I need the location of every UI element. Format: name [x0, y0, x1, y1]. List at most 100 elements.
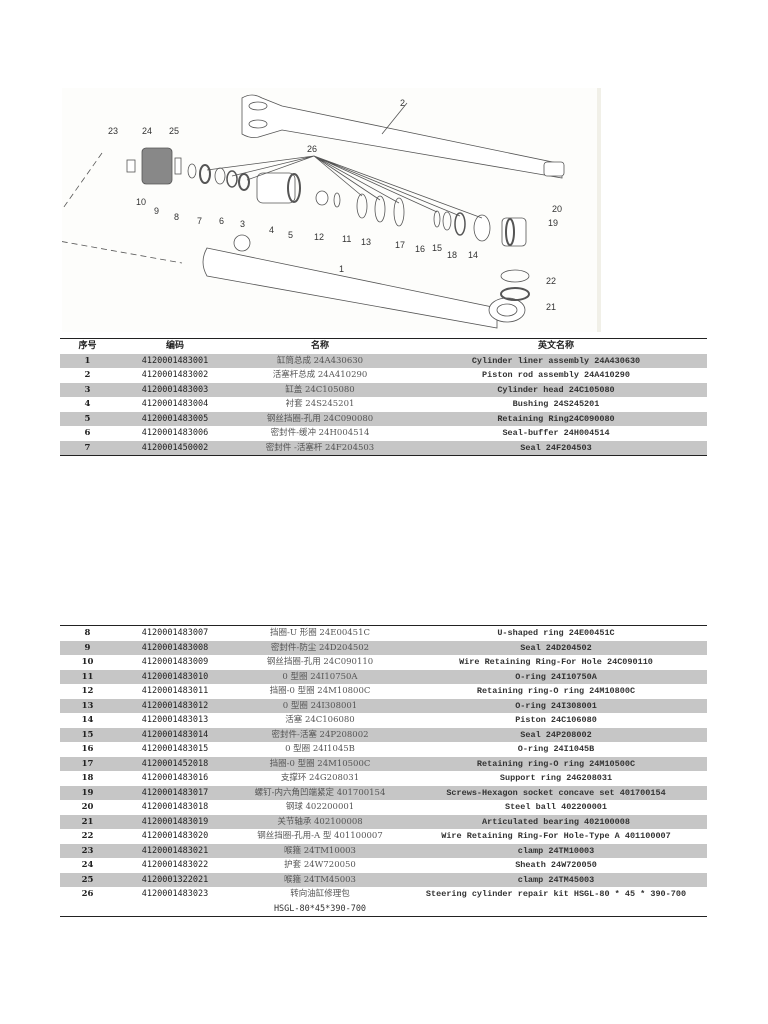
- row-no: 14: [81, 715, 94, 725]
- table-row: 22 4120001483020 钢丝挡圈-孔用-A 型 401100007 W…: [60, 829, 707, 844]
- row-name-en: Seal 24D204502: [405, 640, 707, 655]
- row-code: 4120001483005: [115, 411, 235, 426]
- row-name-en: O-ring 24I10750A: [405, 669, 707, 684]
- callout-labels: 1 2 3 4 5 6 7 8 9 10 11 12 13 14 15 16 1…: [108, 98, 562, 312]
- row-code: 4120001483004: [141, 399, 209, 409]
- callout-17: 17: [395, 240, 405, 250]
- col-header-name-en: 英文名称: [537, 341, 574, 351]
- row-name-cn: 转向油缸修理包 HSGL-80*45*390-700: [235, 887, 405, 917]
- row-name-en: Articulated bearing 402100008: [405, 814, 707, 829]
- row-no: 21: [60, 814, 115, 829]
- col-header-no: 序号: [78, 341, 97, 351]
- row-code: 4120001483008: [115, 640, 235, 655]
- row-name-en: Piston rod assembly 24A410290: [482, 370, 630, 380]
- row-code: 4120001483009: [141, 657, 209, 667]
- row-code: 4120001483015: [141, 744, 209, 754]
- row-name-en: Support ring 24G208031: [499, 773, 613, 783]
- callout-13: 13: [361, 237, 371, 247]
- row-no: 6: [84, 428, 91, 438]
- row-code: 4120001483002: [141, 370, 209, 380]
- row-name-cn: 喉箍 24TM10003: [235, 843, 405, 858]
- row-name-cn: 关节轴承 402100008: [235, 814, 405, 829]
- row-name-cn: 密封件-防尘 24D204502: [235, 640, 405, 655]
- row-code: 4120001483010: [115, 669, 235, 684]
- callout-5: 5: [288, 230, 293, 240]
- row-no: 1: [60, 353, 115, 368]
- row-name-en: Sheath 24W720050: [515, 860, 597, 870]
- table-row: 20 4120001483018 钢球 402200001 Steel ball…: [60, 800, 707, 815]
- callout-7: 7: [197, 216, 202, 226]
- row-no: 9: [60, 640, 115, 655]
- row-name-cn: 钢丝挡圈-孔用-A 型 401100007: [257, 831, 383, 841]
- callout-15: 15: [432, 243, 442, 253]
- row-name-cn: 喉箍 24TM45003: [235, 872, 405, 887]
- row-code: 4120001483021: [115, 843, 235, 858]
- table-row: 3 4120001483003 缸盖 24C105080 Cylinder he…: [60, 382, 707, 397]
- callout-6: 6: [219, 216, 224, 226]
- row-name-cn: 钢球 402200001: [285, 802, 355, 812]
- row-no: 2: [84, 370, 91, 380]
- callout-23: 23: [108, 126, 118, 136]
- callout-10: 10: [136, 197, 146, 207]
- row-code: 4120001450002: [115, 440, 235, 456]
- table-row: 7 4120001450002 密封件 -活塞杆 24F204503 Seal …: [60, 440, 707, 456]
- row-no: 16: [81, 744, 94, 754]
- table-row: 26 4120001483023 转向油缸修理包 HSGL-80*45*390-…: [60, 887, 707, 917]
- table-row: 4 4120001483004 衬套 24S245201 Bushing 24S…: [60, 397, 707, 412]
- row-no: 7: [60, 440, 115, 456]
- row-name-en: Steering cylinder repair kit HSGL-80 * 4…: [425, 889, 687, 899]
- callout-24: 24: [142, 126, 152, 136]
- callout-16: 16: [415, 244, 425, 254]
- row-name-en: Screws-Hexagon socket concave set 401700…: [405, 785, 707, 800]
- table-row: 12 4120001483011 挡圈-0 型圈 24M10800C Retai…: [60, 684, 707, 699]
- exploded-parts-diagram: 1 2 3 4 5 6 7 8 9 10 11 12 13 14 15 16 1…: [62, 88, 601, 332]
- row-no: 12: [81, 686, 94, 696]
- callout-22: 22: [546, 276, 556, 286]
- table-row: 11 4120001483010 0 型圈 24I10750A O-ring 2…: [60, 669, 707, 684]
- callout-14: 14: [468, 250, 478, 260]
- row-no: 17: [60, 756, 115, 771]
- row-name-cn: 缸筒总成 24A430630: [235, 353, 405, 368]
- row-no: 5: [60, 411, 115, 426]
- row-no: 18: [81, 773, 94, 783]
- table-header-row: 序号 编码 名称 英文名称: [60, 339, 707, 354]
- table-row: 25 4120001322021 喉箍 24TM45003 clamp 24TM…: [60, 872, 707, 887]
- row-name-en: Retaining ring-O ring 24M10500C: [405, 756, 707, 771]
- row-name-en: Retaining ring-O ring 24M10800C: [476, 686, 636, 696]
- row-code: 4120001483001: [115, 353, 235, 368]
- table-row: 19 4120001483017 螺钉-内六角凹端紧定 401700154 Sc…: [60, 785, 707, 800]
- row-name-cn: 活塞 24C106080: [285, 715, 355, 725]
- row-name-cn: 挡圈-0 型圈 24M10500C: [235, 756, 405, 771]
- table-row: 24 4120001483022 护套 24W720050 Sheath 24W…: [60, 858, 707, 873]
- table-row: 2 4120001483002 活塞杆总成 24A410290 Piston r…: [60, 368, 707, 383]
- row-name-en: Wire Retaining Ring-For Hole-Type A 4011…: [441, 831, 671, 841]
- row-no: 22: [81, 831, 94, 841]
- row-no: 19: [60, 785, 115, 800]
- row-name-cn-line1: 转向油缸修理包: [290, 889, 350, 899]
- row-name-en: O-ring 24I1045B: [517, 744, 595, 754]
- row-name-en: Bushing 24S245201: [512, 399, 600, 409]
- row-no: 23: [60, 843, 115, 858]
- row-name-en: Seal-buffer 24H004514: [502, 428, 610, 438]
- callout-21: 21: [546, 302, 556, 312]
- callout-9: 9: [154, 206, 159, 216]
- row-code: 4120001483019: [115, 814, 235, 829]
- row-name-cn: 钢丝挡圈-孔用 24C090110: [266, 657, 374, 667]
- row-name-en: Piston 24C106080: [515, 715, 597, 725]
- row-name-cn: 活塞杆总成 24A410290: [272, 370, 368, 380]
- table-row: 10 4120001483009 钢丝挡圈-孔用 24C090110 Wire …: [60, 655, 707, 670]
- col-header-name-cn: 名称: [310, 341, 329, 351]
- table-row: 21 4120001483019 关节轴承 402100008 Articula…: [60, 814, 707, 829]
- row-no: 13: [60, 698, 115, 713]
- row-code: 4120001322021: [115, 872, 235, 887]
- table-row: 1 4120001483001 缸筒总成 24A430630 Cylinder …: [60, 353, 707, 368]
- row-code: 4120001483003: [115, 382, 235, 397]
- callout-12: 12: [314, 232, 324, 242]
- table-row: 16 4120001483015 0 型圈 24I1045B O-ring 24…: [60, 742, 707, 757]
- table-row: 15 4120001483014 密封件-活塞 24P208002 Seal 2…: [60, 727, 707, 742]
- row-no: 8: [84, 628, 91, 638]
- row-code: 4120001483018: [141, 802, 209, 812]
- callout-26: 26: [307, 144, 317, 154]
- row-name-cn: 缸盖 24C105080: [235, 382, 405, 397]
- row-name-en: Cylinder head 24C105080: [405, 382, 707, 397]
